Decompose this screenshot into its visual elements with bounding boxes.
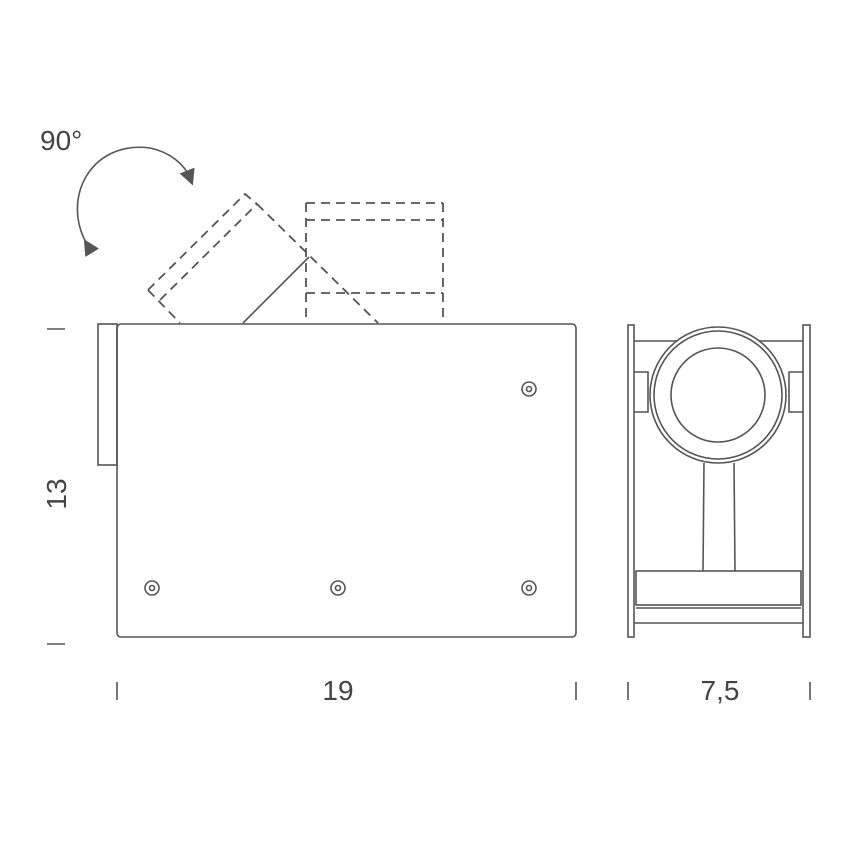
- lamp-body-front: [116, 323, 577, 638]
- screw-icon: [330, 580, 346, 596]
- width-dimension: 19: [322, 675, 353, 706]
- tilted-head-outline: [147, 192, 379, 324]
- lamp-side-view: [627, 324, 811, 638]
- rotation-label: 90°: [40, 125, 82, 156]
- screws: [144, 381, 537, 596]
- upright-head-outline: [305, 202, 444, 323]
- depth-dimension: 7,5: [701, 675, 740, 706]
- rotation-arrow-icon: [76, 146, 195, 257]
- screw-icon: [521, 381, 537, 397]
- wall-bracket: [97, 323, 118, 466]
- screw-icon: [521, 580, 537, 596]
- screw-icon: [144, 580, 160, 596]
- dimension-lines: [47, 328, 811, 700]
- height-dimension: 13: [41, 478, 72, 509]
